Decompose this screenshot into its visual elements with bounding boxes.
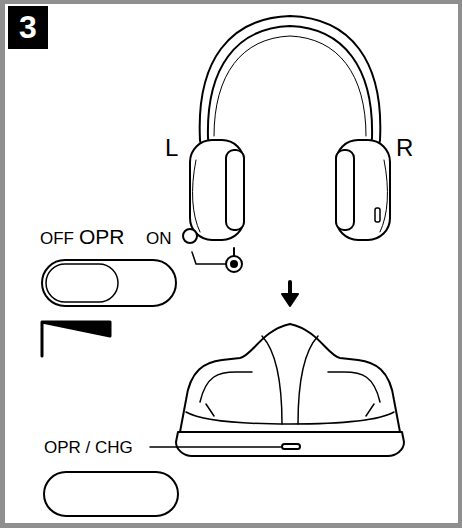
side-label: R [396,136,413,160]
leader-line [192,252,226,264]
right-earcup [336,140,390,240]
switch-mount [233,248,235,256]
power-switch [226,256,242,272]
leader-line [150,446,281,448]
switch-knob [231,261,237,267]
headband [200,16,381,140]
lamp-symbol [44,472,178,516]
charge-contact [375,208,380,222]
left-earcup [190,140,244,240]
down-arrowhead [282,294,298,306]
cradle-contact [206,404,374,416]
charger-base [176,432,404,456]
cradle-slot [200,372,380,402]
switch-position: OFF [40,230,74,247]
charger-edge [186,412,394,424]
switch-position: ON [146,230,172,247]
cup-shade [193,160,200,232]
step-number: 3 [19,9,37,46]
charger-column [262,336,318,424]
lamp-label: OPR / CHG [44,439,133,456]
side-label: L [165,136,178,160]
switch-slot [42,260,176,306]
slide-direction-symbol [42,322,110,356]
charge-lamp [282,444,300,449]
step-number-box: 3 [8,6,48,49]
switch-slider [46,264,118,302]
charger-body [180,324,400,432]
indicator-lamp [183,229,197,243]
ear-pad [226,150,244,230]
headband-pad [214,36,366,136]
ear-pad [336,150,354,230]
switch-position: OPR [79,226,125,247]
cup-shade [380,160,387,232]
headband-inner [208,26,372,138]
